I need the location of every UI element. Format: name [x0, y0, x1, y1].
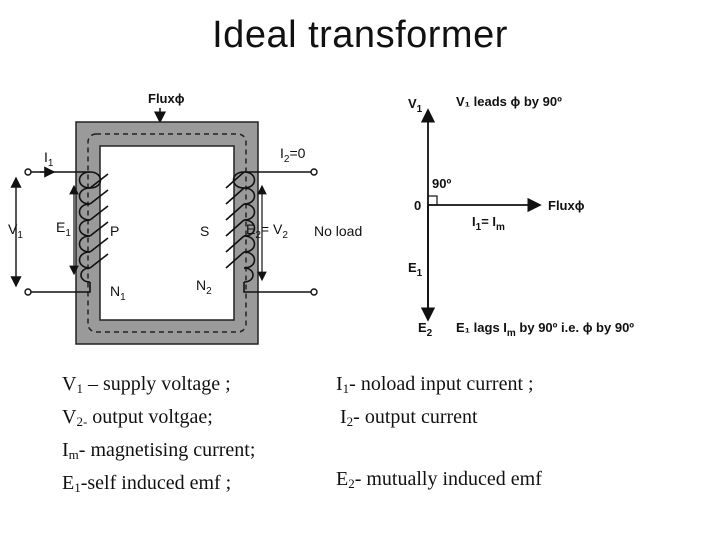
phasor-v1-label: V1 [408, 96, 423, 115]
primary-label: P [110, 223, 119, 239]
e1-lags-note: E₁ lags Im by 90º i.e. ϕ by 90º [456, 320, 634, 339]
secondary-terminal-top [310, 168, 318, 176]
e1-label: E1 [56, 219, 71, 239]
transformer-core [75, 121, 259, 345]
origin-label: 0 [414, 198, 421, 213]
phasor-flux-label: Fluxϕ [548, 198, 585, 213]
right-angle-mark [427, 195, 438, 206]
v1-leads-note: V₁ leads ϕ by 90º [456, 94, 562, 109]
angle-label: 90º [432, 176, 451, 191]
phasor-diagram: V1 V₁ leads ϕ by 90º 90º 0 Fluxϕ I1= Im … [408, 94, 634, 339]
i1-label: I1 [44, 149, 54, 169]
legend-e1: E1-self induced emf ; [62, 472, 232, 495]
primary-terminal-bottom [24, 288, 32, 296]
legend-v1: V1 – supply voltage ; [62, 373, 231, 396]
legend-right: I1- noload input current ; I2- output cu… [336, 370, 542, 498]
i2-label: I2=0 [280, 145, 306, 165]
legend-i1: I1- noload input current ; [336, 373, 534, 396]
secondary-winding [225, 171, 312, 293]
legend-left: V1 – supply voltage ; V2- output voltgae… [62, 370, 255, 502]
secondary-label: S [200, 223, 209, 239]
primary-winding [30, 171, 109, 293]
e2-equals-v2-label: E2= V2 [246, 221, 288, 241]
flux-path [87, 133, 247, 333]
legend-v2: V2- output voltgae; [62, 406, 213, 429]
primary-terminal-top [24, 168, 32, 176]
n2-label: N2 [196, 277, 212, 297]
legend-im: Im- magnetising current; [62, 439, 256, 462]
phasor-e2-label: E2 [418, 320, 433, 339]
phasor-e1-label: E1 [408, 260, 423, 279]
secondary-terminal-bottom [310, 288, 318, 296]
legend-i2: I2- output current [340, 406, 478, 429]
i1-equals-im-label: I1= Im [472, 214, 505, 233]
v1-label: V1 [8, 221, 23, 241]
n1-label: N1 [110, 283, 126, 303]
no-load-label: No load [314, 223, 362, 239]
flux-label: Fluxϕ [148, 91, 185, 106]
legend-e2: E2- mutually induced emf [336, 468, 542, 491]
page-title: Ideal transformer [212, 14, 508, 56]
transformer-circuit: Fluxϕ I1 V1 E1 P N1 [8, 91, 362, 345]
